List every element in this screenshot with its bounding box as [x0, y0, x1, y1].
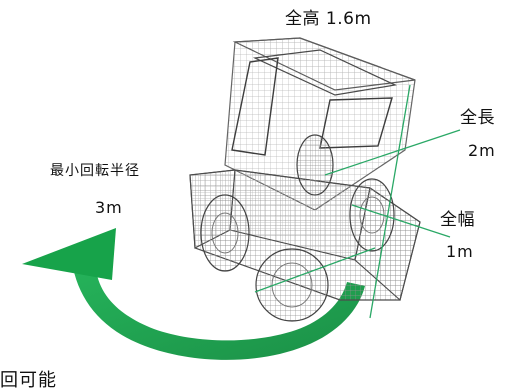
width-title: 全幅 [440, 210, 475, 230]
radius-title: 最小回転半径 [50, 163, 140, 179]
partial-footer-text: 回可能 [0, 370, 57, 391]
forklift-wireframe-icon [189, 37, 421, 322]
length-title: 全長 [460, 108, 495, 128]
radius-value: 3m [95, 198, 123, 217]
turning-radius-arrow-icon [22, 228, 365, 360]
height-label: 全高 1.6m [285, 9, 372, 29]
measurement-lines [254, 84, 461, 319]
width-value: 1m [446, 242, 474, 261]
length-value: 2m [468, 141, 496, 160]
